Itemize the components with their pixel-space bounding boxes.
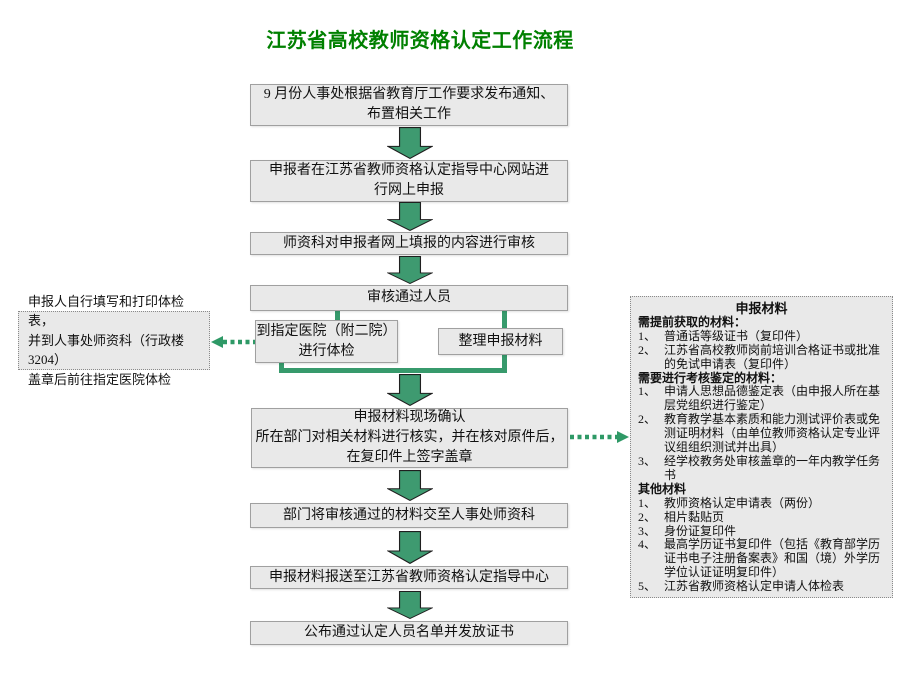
connector-left-stub <box>279 361 284 373</box>
item-text: 经学校教务处审核盖章的一年内教学任务书 <box>664 453 881 482</box>
item-text: 普通话等级证书（复印件） <box>664 328 809 343</box>
material-item: 3、 经学校教务处审核盖章的一年内教学任务书 <box>638 453 885 483</box>
item-number: 5、 <box>638 579 657 594</box>
item-text: 江苏省高校教师岗前培训合格证书或批准的免试申请表（复印件） <box>664 342 881 371</box>
branch-box-organize-materials: 整理申报材料 <box>438 328 563 355</box>
item-number: 2、 <box>638 342 657 357</box>
flow-step-3-label: 师资科对申报者网上填报的内容进行审核 <box>283 235 535 251</box>
flow-step-4: 审核通过人员 <box>250 285 568 311</box>
connector-left-top <box>335 311 340 322</box>
material-item: 3、 身份证复印件 <box>638 523 885 539</box>
item-number: 1、 <box>638 328 657 343</box>
item-text: 相片黏贴页 <box>664 509 725 524</box>
item-text: 身份证复印件 <box>664 523 737 538</box>
flow-step-7: 申报材料报送至江苏省教师资格认定指导中心 <box>250 566 568 589</box>
item-number: 2、 <box>638 412 657 427</box>
material-item: 4、 最高学历证书复印件（包括《教育部学历证书电子注册备案表》和国（境）外学历学… <box>638 538 885 580</box>
flow-step-2-label: 申报者在江苏省教师资格认定指导中心网站进 行网上申报 <box>269 163 549 198</box>
flow-step-8-label: 公布通过认定人员名单并发放证书 <box>304 625 514 640</box>
down-arrow-icon <box>387 202 433 231</box>
flow-step-7-label: 申报材料报送至江苏省教师资格认定指导中心 <box>269 569 549 585</box>
materials-section-header: 需提前获取的材料： <box>638 314 747 329</box>
material-item: 1、 普通话等级证书（复印件） <box>638 328 885 344</box>
material-item: 2、 江苏省高校教师岗前培训合格证书或批准的免试申请表（复印件） <box>638 342 885 372</box>
flow-step-4-label: 审核通过人员 <box>367 290 451 305</box>
down-arrow-icon <box>387 127 433 159</box>
down-arrow-icon <box>387 256 433 284</box>
flow-step-3: 师资科对申报者网上填报的内容进行审核 <box>250 232 568 255</box>
item-text: 教育教学基本素质和能力测试评价表或免测证明材料（由单位教师资格认定专业评议组组织… <box>664 412 881 455</box>
page-title: 江苏省高校教师资格认定工作流程 <box>266 30 574 52</box>
side-note-box: 申报人自行填写和打印体检表， 并到人事处师资科（行政楼 3204） 盖章后前往指… <box>18 294 210 387</box>
materials-section-header: 其他材料 <box>638 481 687 496</box>
flow-step-1: 9 月份人事处根据省教育厅工作要求发布通知、 布置相关工作 <box>250 84 568 126</box>
item-text: 江苏省教师资格认定申请人体检表 <box>664 579 845 594</box>
branch-box-medical-exam-label: 到指定医院（附二院） 进行体检 <box>256 323 397 359</box>
materials-section-header: 需要进行考核鉴定的材料： <box>638 370 783 385</box>
arrow-right-dashed-icon <box>570 431 629 443</box>
down-arrow-icon <box>387 470 433 501</box>
branch-box-medical-exam: 到指定医院（附二院） 进行体检 <box>255 320 398 363</box>
item-number: 1、 <box>638 384 657 399</box>
flow-step-5: 申报材料现场确认 所在部门对相关材料进行核实，并在核对原件后， 在复印件上签字盖… <box>251 408 568 468</box>
item-number: 2、 <box>638 509 657 524</box>
item-number: 3、 <box>638 453 657 468</box>
flow-step-8: 公布通过认定人员名单并发放证书 <box>250 621 568 645</box>
item-number: 3、 <box>638 523 657 538</box>
material-item: 1、 教师资格认定申请表（两份） <box>638 495 885 511</box>
material-item: 1、 申请人思想品德鉴定表（由申报人所在基层党组织进行鉴定） <box>638 385 885 413</box>
materials-panel: 申报材料 需提前获取的材料： 1、 普通话等级证书（复印件） 2、 江苏省高校教… <box>630 296 893 598</box>
flow-step-6: 部门将审核通过的材料交至人事处师资科 <box>250 503 568 528</box>
flow-step-2: 申报者在江苏省教师资格认定指导中心网站进 行网上申报 <box>250 160 568 202</box>
item-text: 申请人思想品德鉴定表（由申报人所在基层党组织进行鉴定） <box>664 384 881 413</box>
materials-title: 申报材料 <box>735 301 788 316</box>
material-item: 2、 相片黏贴页 <box>638 509 885 525</box>
down-arrow-icon <box>387 531 433 564</box>
connector-merge-horizontal <box>279 368 507 373</box>
flow-step-6-label: 部门将审核通过的材料交至人事处师资科 <box>283 507 535 523</box>
item-number: 4、 <box>638 537 657 552</box>
down-arrow-icon <box>387 374 433 406</box>
item-number: 1、 <box>638 495 657 510</box>
material-item: 5、 江苏省教师资格认定申请人体检表 <box>638 579 885 594</box>
branch-box-organize-materials-label: 整理申报材料 <box>458 333 543 349</box>
item-text: 最高学历证书复印件（包括《教育部学历证书电子注册备案表》和国（境）外学历学位认证… <box>664 537 881 580</box>
flow-step-5-label: 申报材料现场确认 所在部门对相关材料进行核实，并在核对原件后， 在复印件上签字盖… <box>255 410 564 465</box>
side-note-text: 申报人自行填写和打印体检表， 并到人事处师资科（行政楼 3204） 盖章后前往指… <box>28 293 185 387</box>
flow-step-1-label: 9 月份人事处根据省教育厅工作要求发布通知、 布置相关工作 <box>263 87 555 122</box>
material-item: 2、 教育教学基本素质和能力测试评价表或免测证明材料（由单位教师资格认定专业评议… <box>638 412 885 455</box>
down-arrow-icon <box>387 591 433 619</box>
arrow-left-dashed-icon <box>211 336 255 348</box>
item-text: 教师资格认定申请表（两份） <box>664 495 821 510</box>
